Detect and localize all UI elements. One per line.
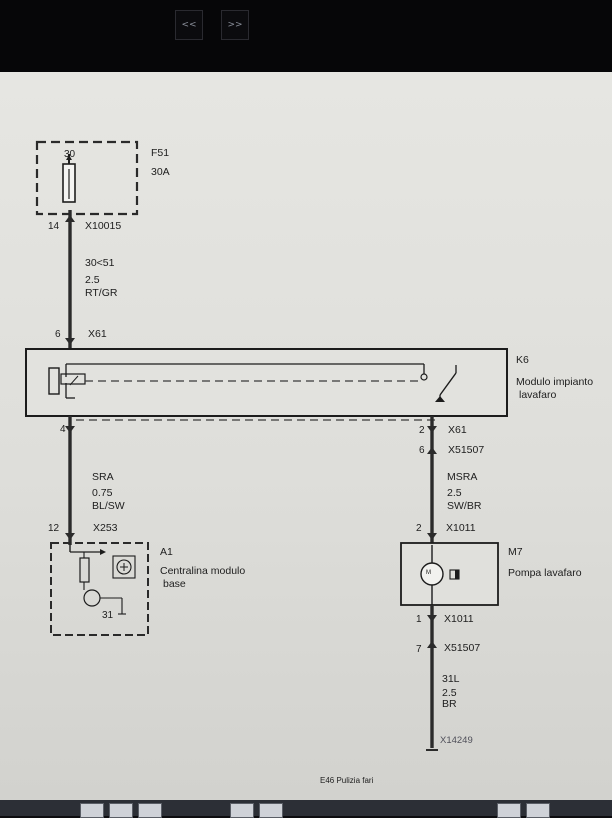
module-ground-label: 31 bbox=[102, 610, 114, 621]
wire3-connector-top: X61 bbox=[448, 424, 467, 436]
wire4-circuit: 31L bbox=[442, 673, 460, 685]
relay-desc-line1: Modulo impianto bbox=[516, 376, 594, 388]
wire1-gauge: 2.5 bbox=[85, 274, 100, 286]
wire2-color: BL/SW bbox=[92, 500, 125, 512]
ground-connector-label: X14249 bbox=[440, 735, 473, 746]
relay-desc-line2: lavafaro bbox=[519, 389, 557, 401]
fuse-pin-top: 30 bbox=[64, 149, 76, 160]
wire3-pin-end: 2 bbox=[416, 523, 422, 534]
module-desc-line2: base bbox=[163, 578, 186, 590]
motor-symbol bbox=[420, 562, 444, 586]
wire2-connector-end: X253 bbox=[93, 522, 118, 534]
wire3-circuit: MSRA bbox=[447, 471, 478, 483]
wire2-gauge: 0.75 bbox=[92, 487, 113, 499]
relay-coil bbox=[48, 367, 60, 395]
fuse-box bbox=[35, 140, 139, 216]
wire3-pin-top2: 6 bbox=[419, 445, 425, 456]
relay-name: K6 bbox=[516, 354, 529, 366]
wire3-pin-top: 2 bbox=[419, 425, 425, 436]
module-name: A1 bbox=[160, 546, 173, 558]
bottom-taskbar bbox=[0, 800, 612, 818]
wire1-color: RT/GR bbox=[85, 287, 118, 299]
pump-name: M7 bbox=[508, 546, 523, 558]
wire3-gauge: 2.5 bbox=[447, 487, 462, 499]
wire1-circuit: 30<51 bbox=[85, 257, 115, 269]
wire1-connector: X10015 bbox=[85, 220, 122, 232]
pump-pin-bottom2: 7 bbox=[416, 644, 422, 655]
pump-desc: Pompa lavafaro bbox=[508, 567, 582, 579]
motor-symbol-label: M bbox=[426, 570, 431, 576]
fuse-rating: 30A bbox=[151, 166, 170, 178]
wire2-circuit: SRA bbox=[92, 471, 114, 483]
fuse-name: F51 bbox=[151, 147, 170, 159]
wire1-pin-end: 6 bbox=[55, 329, 61, 340]
relay-box bbox=[25, 348, 508, 417]
pump-connector-bottom2: X51507 bbox=[444, 642, 481, 654]
wire1-pin-bottom: 14 bbox=[48, 221, 60, 232]
wire4-color: BR bbox=[442, 698, 457, 710]
schematic-page bbox=[0, 72, 612, 800]
next-page-button[interactable]: >> bbox=[221, 10, 249, 40]
viewer-toolbar: << >> bbox=[0, 0, 612, 72]
pump-connector-bottom: X1011 bbox=[444, 613, 474, 625]
diagram-caption: E46 Pulizia fari bbox=[320, 776, 374, 785]
pump-pin-bottom: 1 bbox=[416, 614, 422, 625]
previous-page-button[interactable]: << bbox=[175, 10, 203, 40]
wire2-pin-top: 4 bbox=[60, 424, 66, 435]
wire2-pin-end: 12 bbox=[48, 523, 60, 534]
wire4-gauge: 2.5 bbox=[442, 687, 457, 699]
wire3-color: SW/BR bbox=[447, 500, 482, 512]
module-desc-line1: Centralina modulo bbox=[160, 565, 246, 577]
wire3-connector-end: X1011 bbox=[446, 522, 476, 534]
module-box bbox=[50, 542, 149, 636]
wire3-connector-top2: X51507 bbox=[448, 444, 485, 456]
wire1-connector-end: X61 bbox=[88, 328, 107, 340]
